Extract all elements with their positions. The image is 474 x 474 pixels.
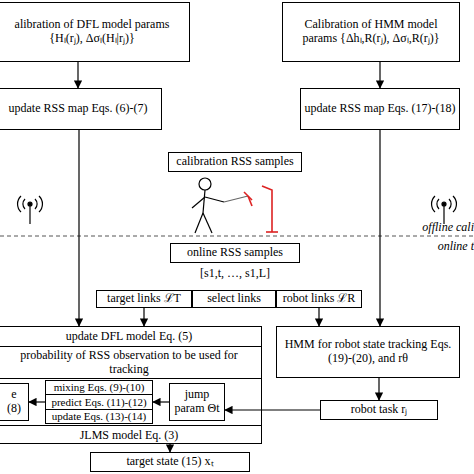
robot-arm [244, 186, 278, 232]
node-text: jump param Θt [170, 388, 224, 416]
process-box: update RSS map Eqs. (6)-(7) [0, 88, 162, 130]
link-box: select links [192, 290, 276, 308]
filter-steps-box: mixing Eqs. (9)-(10)predict Eqs. (11)-(1… [45, 380, 153, 424]
node-text: (8) [4, 402, 24, 416]
phase-label: offline cali [380, 220, 474, 235]
node-text: online RSS samples [184, 246, 286, 260]
node-text: predict Eqs. (11)-(12) [46, 395, 152, 409]
node-text: update Eqs. (13)-(14) [46, 410, 152, 423]
link-box: robot links ℒR [276, 290, 362, 308]
node-text: Calibration of HMM model params {Δhₗ,R(r… [283, 18, 459, 46]
partial-box: e(8) [0, 383, 29, 421]
offline-online-divider [0, 236, 474, 237]
node-text: update RSS map Eqs. (6)-(7) [6, 102, 151, 116]
jump-param-box: jump param Θt [169, 383, 225, 421]
node-text: select links [204, 292, 264, 306]
node-text: alibration of DFL model params {Hₗ(rⱼ), … [0, 18, 189, 46]
process-box: calibration RSS samples [168, 152, 302, 172]
task-box: robot task rⱼ [320, 400, 438, 420]
process-box: online RSS samples [170, 243, 300, 263]
flow-arrow [318, 308, 319, 326]
node-text: HMM for robot state tracking Eqs. (19)-(… [277, 338, 459, 366]
node-text: target state (15) xₜ [123, 455, 216, 469]
left-antenna [18, 196, 43, 224]
flow-arrow [379, 62, 380, 88]
phase-label: online t [380, 239, 474, 254]
person-figure [192, 178, 248, 233]
model-block: update DFL model Eq. (5)probability of R… [0, 326, 262, 444]
node-text: JLMS model Eq. (3) [0, 425, 261, 445]
calibration-box: alibration of DFL model params {Hₗ(rⱼ), … [0, 2, 190, 62]
hmm-box: HMM for robot state tracking Eqs. (19)-(… [276, 326, 460, 378]
calibration-box: Calibration of HMM model params {Δhₗ,R(r… [282, 2, 460, 62]
output-box: target state (15) xₜ [90, 452, 250, 472]
process-box: update RSS map Eqs. (17)-(18) [300, 88, 460, 130]
node-text: update RSS map Eqs. (17)-(18) [302, 102, 459, 116]
flow-arrow [143, 308, 144, 326]
node-text: target links ℒT [104, 292, 184, 306]
node-text: mixing Eqs. (9)-(10) [46, 381, 152, 395]
node-text: update DFL model Eq. (5) [0, 327, 261, 347]
node-text: calibration RSS samples [173, 155, 296, 169]
link-box: target links ℒT [96, 290, 192, 308]
node-text: robot links ℒR [280, 292, 359, 306]
node-text: probability of RSS observation to be use… [0, 347, 261, 379]
flow-arrow [78, 130, 79, 326]
node-text: robot task rⱼ [348, 403, 411, 417]
flow-arrow [77, 62, 78, 88]
flow-arrow [169, 444, 170, 452]
flow-arrow [378, 378, 379, 400]
sample-vector: [s1,t, …, s1,L] [170, 266, 300, 281]
node-text: e [8, 388, 19, 402]
flow-arrow [379, 130, 380, 326]
right-antenna [432, 196, 457, 224]
